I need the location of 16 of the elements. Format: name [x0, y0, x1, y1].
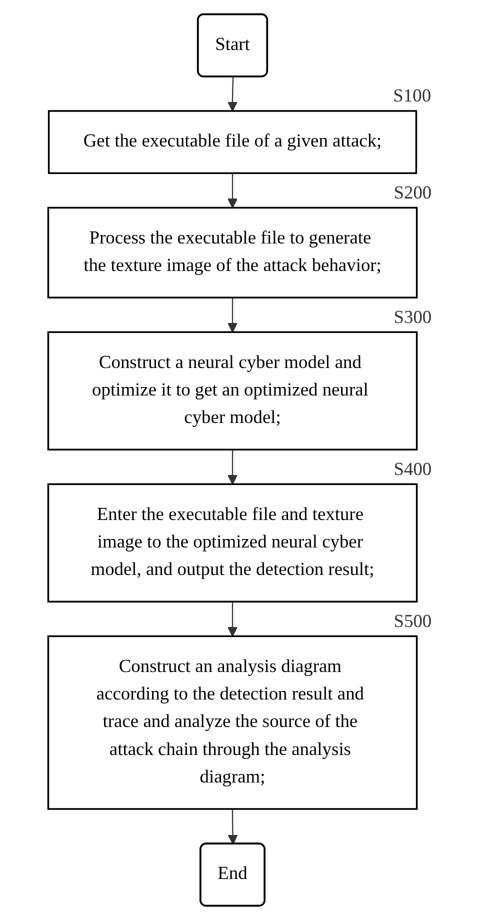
step-number: S300 — [394, 306, 432, 326]
arrow — [228, 449, 238, 484]
node-box: Construct an analysis diagram according to the detection result and trace and analyze the source of the attack chain through the analysis diagram; — [47, 634, 418, 810]
arrow — [228, 297, 238, 332]
node-box: Get the executable file of a given attack; — [48, 110, 418, 174]
arrow — [228, 808, 238, 844]
node-box: Enter the executable file and texture image to the optimized neural cyber model, and output the detection result; — [47, 482, 418, 602]
node-box: Construct a neural cyber model and optimize it to get an optimized neural cyber model; — [47, 330, 418, 450]
arrow — [228, 172, 238, 208]
arrow — [228, 76, 238, 111]
arrow — [228, 601, 238, 636]
node-box: Process the executable file to generate the texture image of the attack behavior; — [47, 206, 418, 298]
step-number: S200 — [394, 182, 432, 202]
step-number: S400 — [394, 458, 432, 478]
step-number: S500 — [394, 610, 432, 630]
step-number: S100 — [393, 85, 432, 106]
